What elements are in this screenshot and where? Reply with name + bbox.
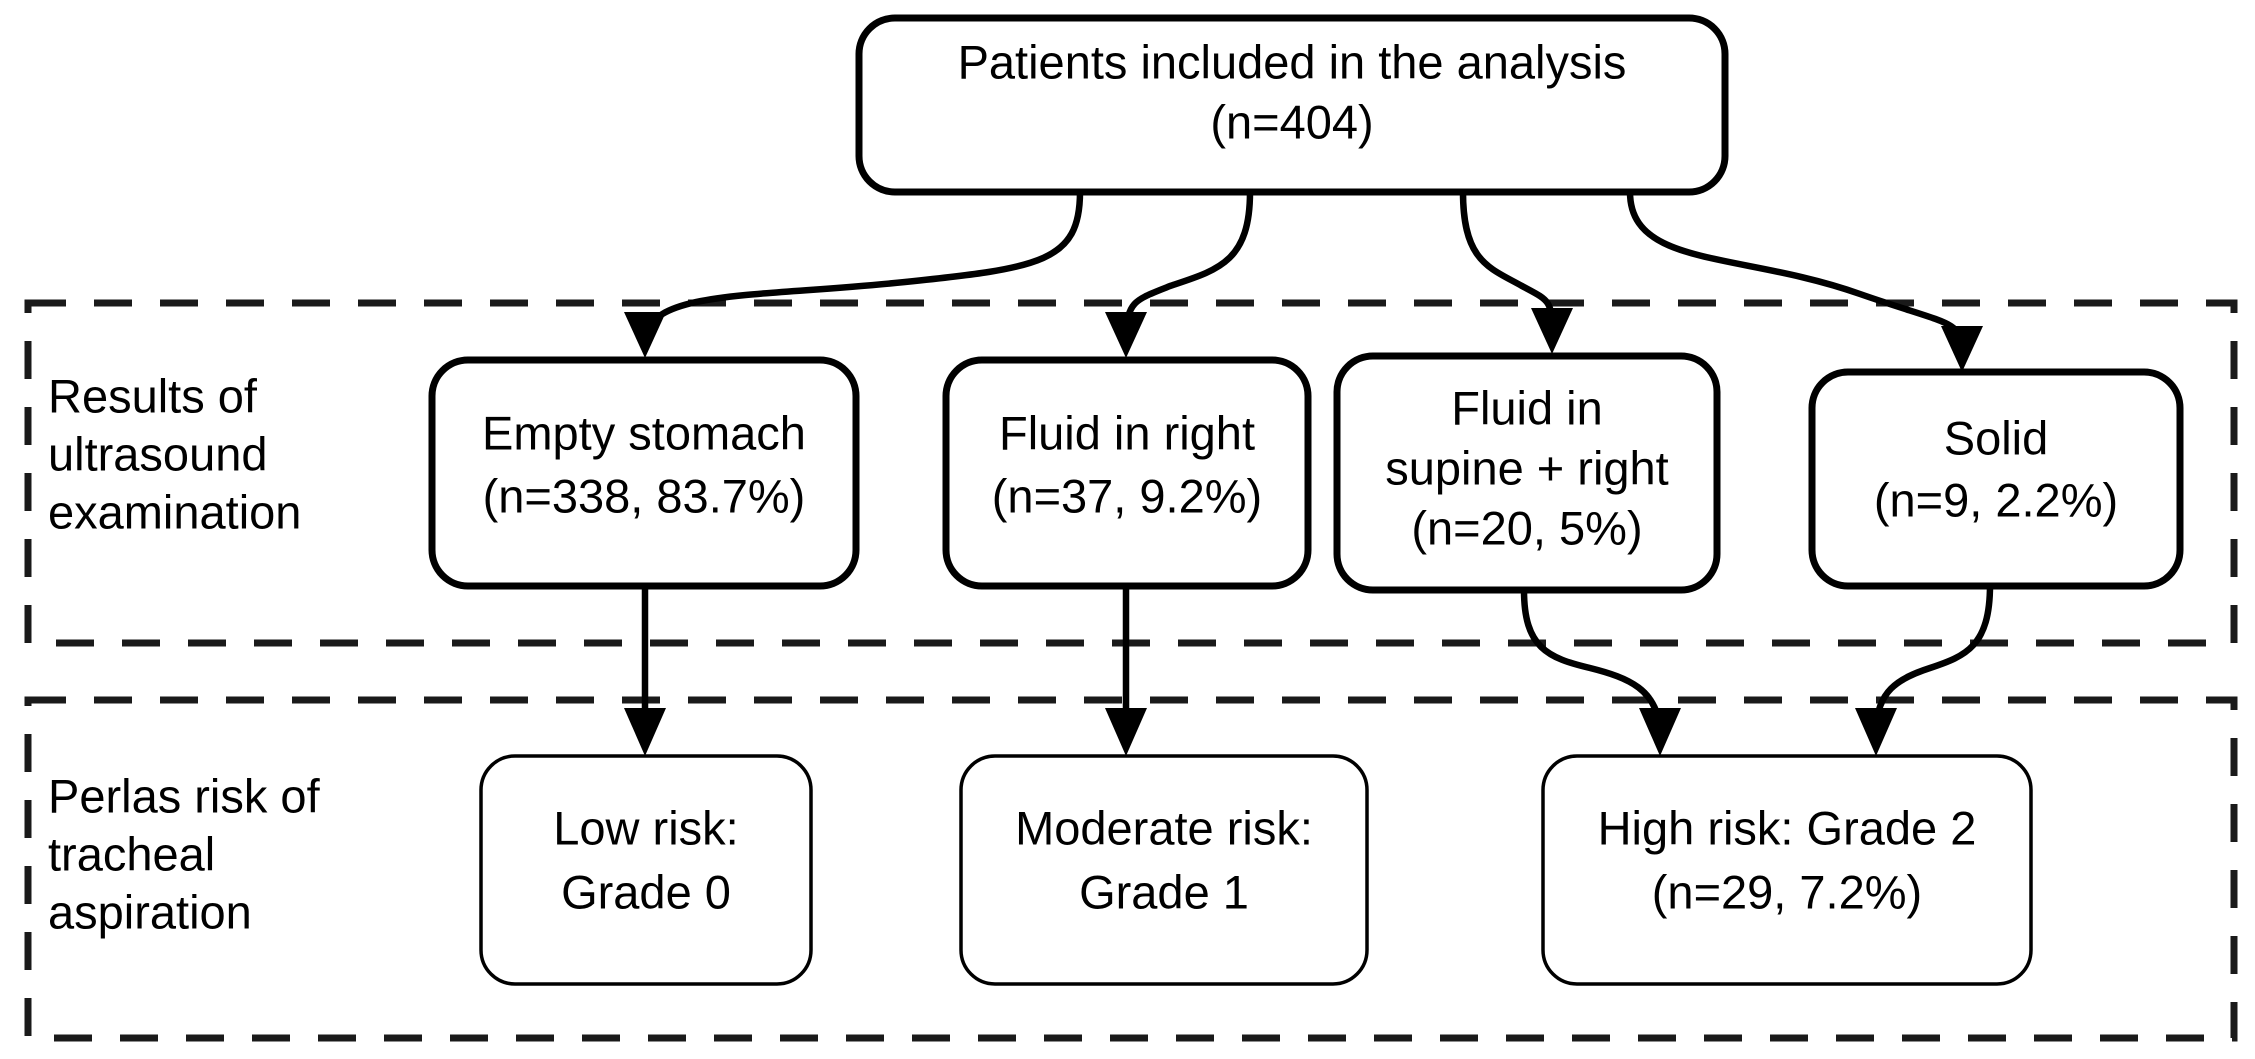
- arrowhead-high-risk-right: [1855, 708, 1897, 756]
- node-low-risk: Low risk: Grade 0: [479, 754, 813, 986]
- connector-root-to-fluid-in-right: [1122, 191, 1254, 335]
- connector-fluid-supine-right-to-high-risk: [1520, 589, 1664, 729]
- node-fluid-in-right: Fluid in right (n=37, 9.2%): [942, 356, 1312, 590]
- node-line: High risk: Grade 2: [1598, 801, 1977, 854]
- band-label-perlas-risk: Perlas risk of tracheal aspiration: [48, 769, 321, 938]
- node-moderate-risk: Moderate risk: Grade 1: [959, 754, 1369, 986]
- arrowhead-high-risk-left: [1639, 708, 1681, 756]
- band-label-ultrasound-results: Results of ultrasound examination: [48, 369, 301, 538]
- node-line: Grade 0: [561, 865, 731, 918]
- node-box: [1333, 352, 1721, 594]
- connector-solid-to-high-risk: [1872, 584, 1994, 729]
- band-label-line: ultrasound: [48, 427, 268, 480]
- arrowhead-fluid-supine-right: [1531, 308, 1573, 354]
- node-patients-included: Patients included in the analysis (n=404…: [855, 14, 1729, 196]
- node-line: Low risk:: [553, 801, 738, 854]
- node-line: (n=404): [1210, 95, 1373, 148]
- node-line: Fluid in: [1451, 381, 1603, 434]
- arrowhead-moderate-risk: [1105, 708, 1147, 756]
- band-label-line: tracheal: [48, 827, 215, 880]
- arrowhead-solid: [1941, 326, 1983, 372]
- node-solid: Solid (n=9, 2.2%): [1808, 368, 2184, 590]
- node-empty-stomach: Empty stomach (n=338, 83.7%): [428, 356, 860, 590]
- connector-root-to-fluid-supine-right: [1459, 191, 1556, 331]
- node-line: (n=37, 9.2%): [992, 469, 1262, 522]
- node-box: [855, 14, 1729, 196]
- arrowhead-low-risk: [624, 708, 666, 756]
- node-line: Patients included in the analysis: [958, 35, 1627, 88]
- node-box: [1541, 754, 2033, 986]
- node-line: Fluid in right: [999, 406, 1255, 459]
- node-line: (n=338, 83.7%): [483, 469, 806, 522]
- node-box: [959, 754, 1369, 986]
- node-line: (n=9, 2.2%): [1874, 473, 2118, 526]
- node-box: [428, 356, 860, 590]
- node-line: (n=20, 5%): [1411, 501, 1642, 554]
- node-line: Grade 1: [1079, 865, 1249, 918]
- band-label-line: Results of: [48, 369, 258, 422]
- node-box: [942, 356, 1312, 590]
- connector-root-to-solid: [1626, 191, 1966, 349]
- node-line: Solid: [1944, 411, 2049, 464]
- band-label-line: examination: [48, 485, 301, 538]
- node-fluid-supine-right: Fluid in supine + right (n=20, 5%): [1333, 352, 1721, 594]
- node-line: Empty stomach: [482, 406, 806, 459]
- arrowhead-empty-stomach: [624, 312, 666, 358]
- arrowhead-fluid-in-right: [1105, 312, 1147, 358]
- node-line: (n=29, 7.2%): [1652, 865, 1922, 918]
- node-line: supine + right: [1385, 441, 1669, 494]
- band-ultrasound-results: [24, 299, 2238, 647]
- node-line: Moderate risk:: [1015, 801, 1313, 854]
- band-label-line: aspiration: [48, 885, 252, 938]
- band-perlas-risk: [24, 696, 2238, 1042]
- node-high-risk: High risk: Grade 2 (n=29, 7.2%): [1541, 754, 2033, 986]
- node-box: [1808, 368, 2184, 590]
- band-label-line: Perlas risk of: [48, 769, 321, 822]
- node-box: [479, 754, 813, 986]
- connector-root-to-empty-stomach: [641, 191, 1084, 336]
